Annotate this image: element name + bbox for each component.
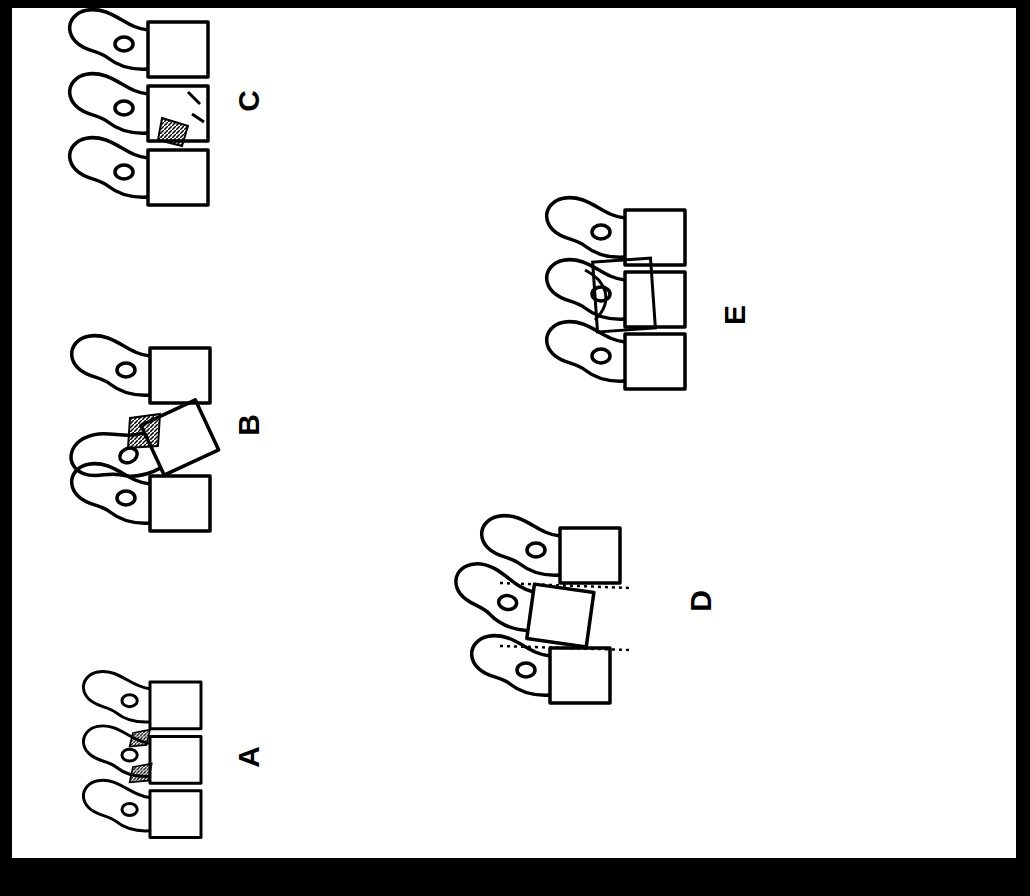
panel-letter: C bbox=[234, 90, 264, 112]
panel-letter: E bbox=[720, 305, 750, 325]
panel-letter: A bbox=[234, 746, 264, 768]
panel-letter: B bbox=[234, 414, 264, 436]
panel-letter: D bbox=[686, 590, 716, 612]
